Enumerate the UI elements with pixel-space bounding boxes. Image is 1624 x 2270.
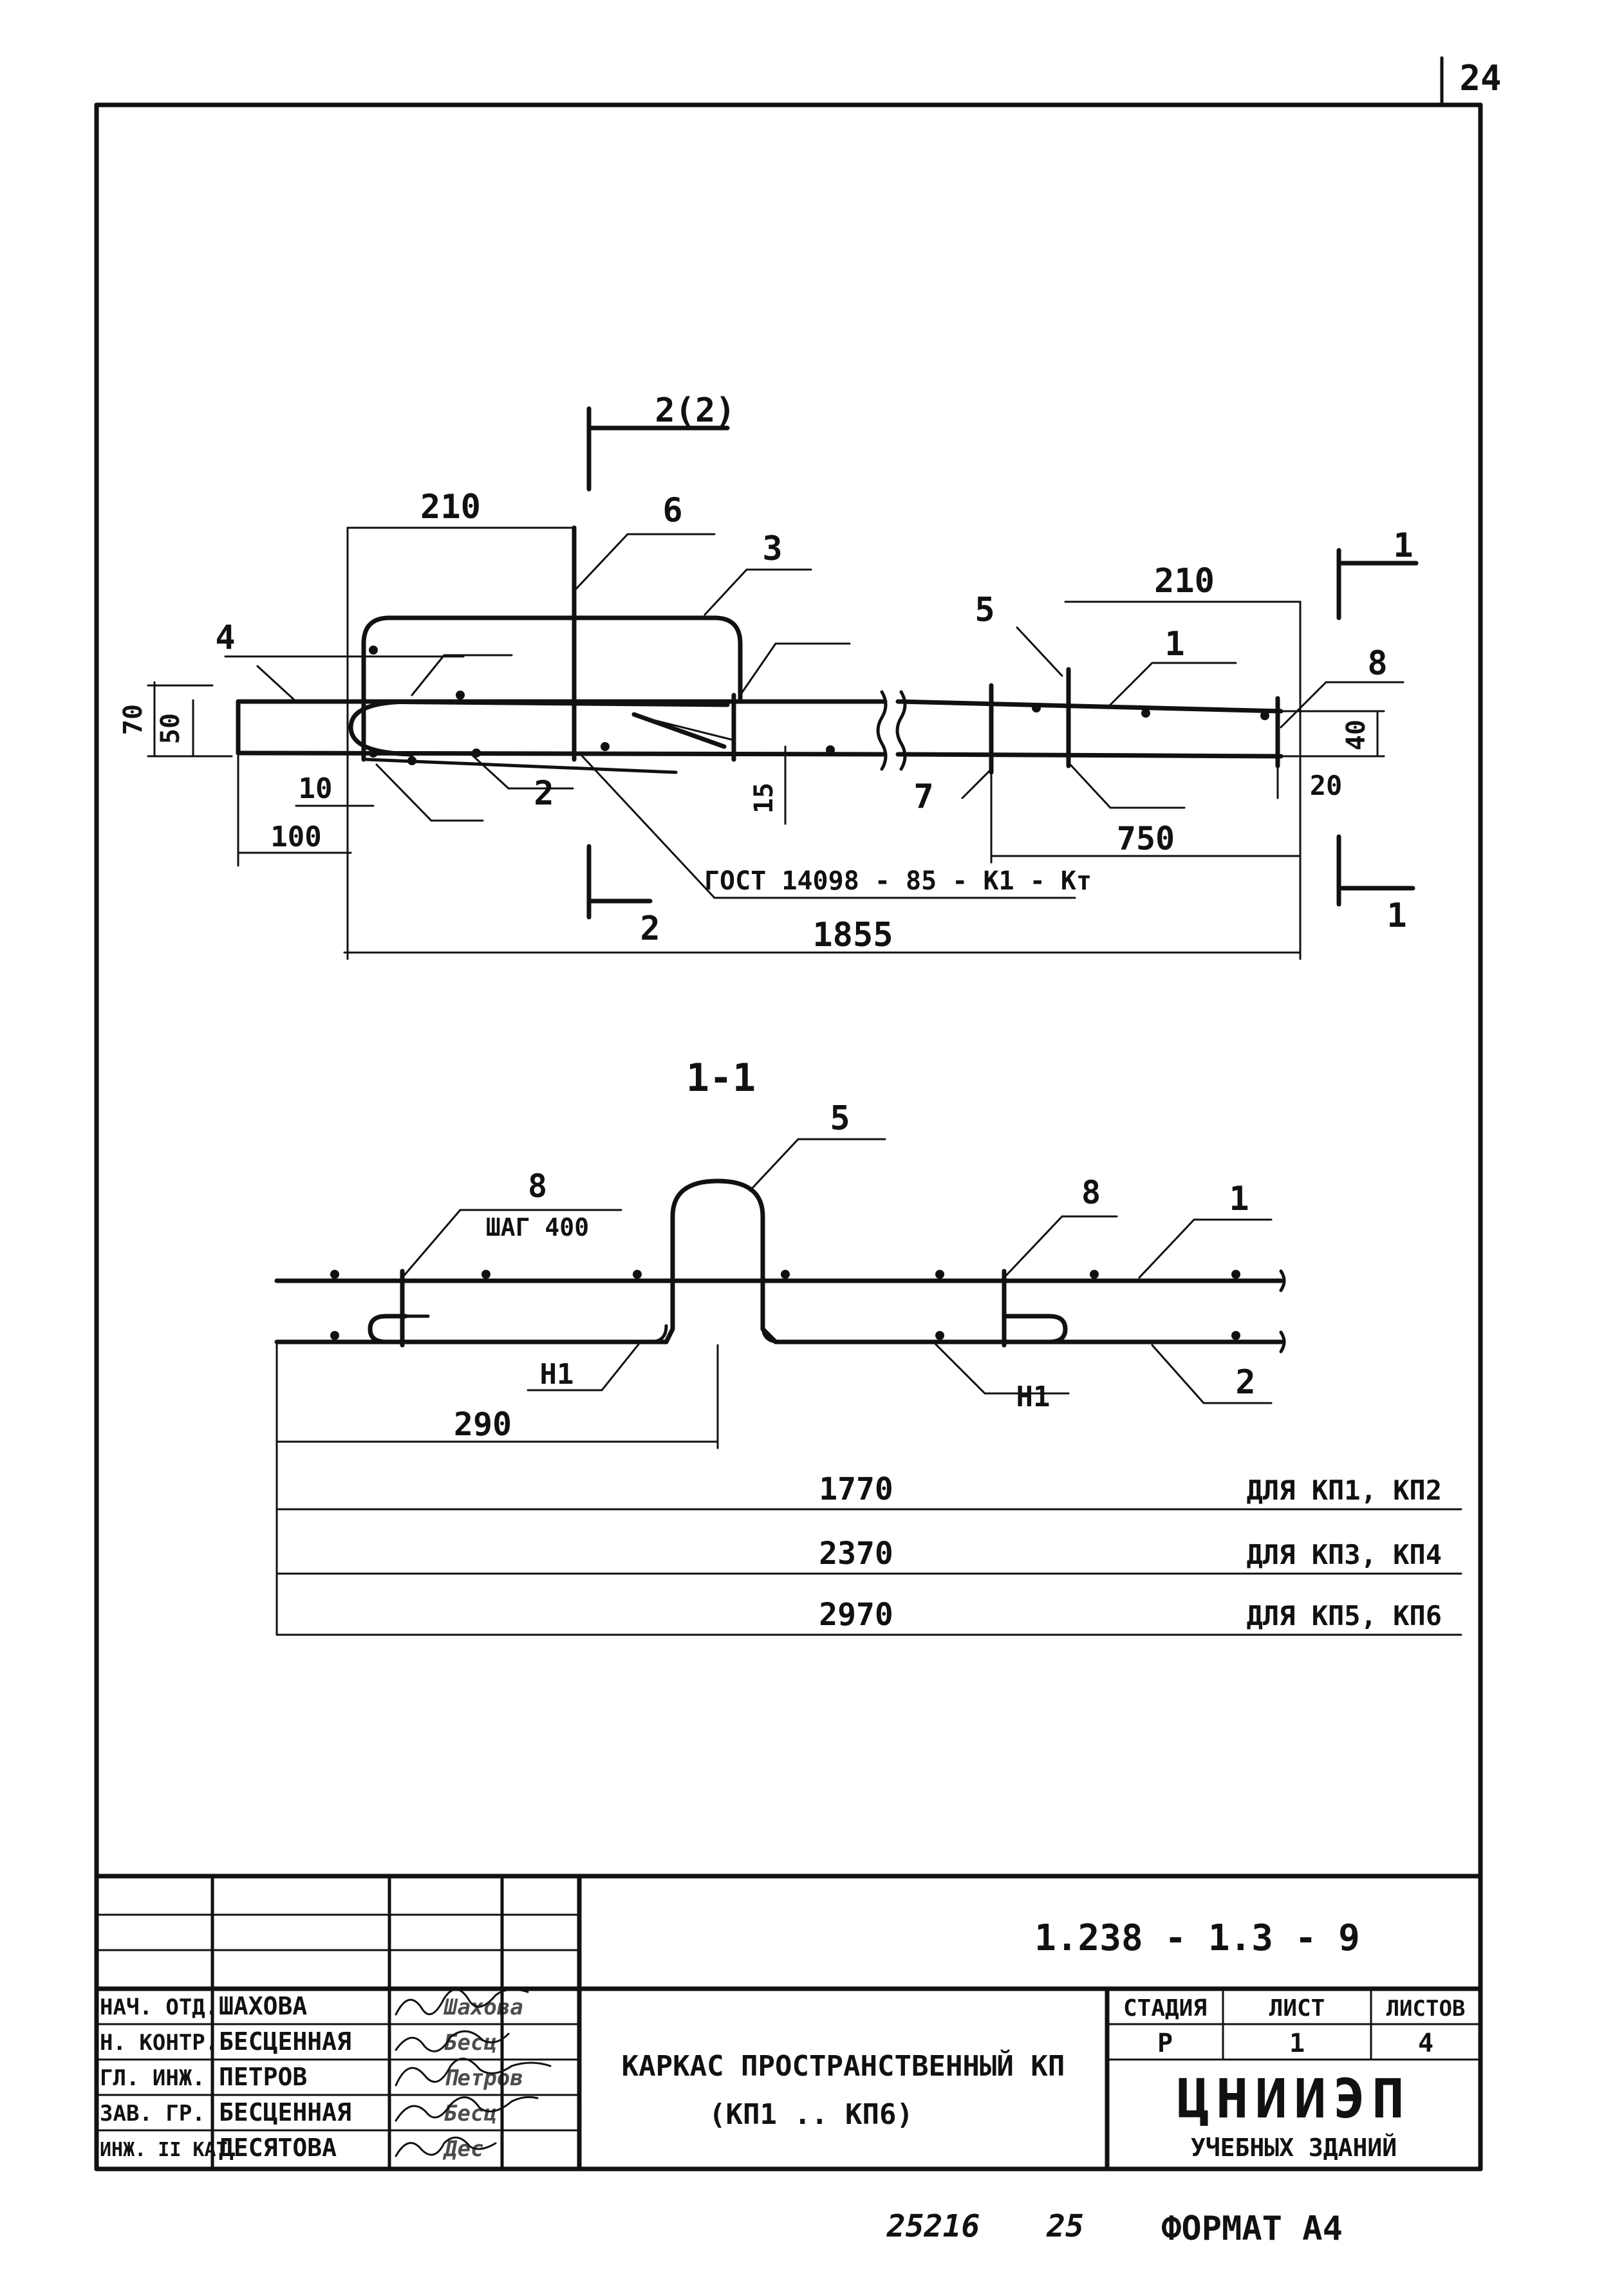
callout-1: 1	[1164, 625, 1184, 664]
signature-2: Бесц	[444, 2030, 497, 2056]
role-2: Н. КОНТР.	[100, 2030, 218, 2056]
signatures	[395, 1988, 552, 2157]
name-5: ДЕСЯТОВА	[219, 2134, 337, 2162]
dim-50: 50	[156, 713, 185, 744]
callout-4: 4	[215, 619, 235, 657]
bottom-note-left: 25216	[886, 2208, 980, 2244]
name-2: БЕСЦЕННАЯ	[219, 2027, 351, 2056]
callout-3: 3	[762, 530, 782, 568]
org-name: ЦНИИЭП	[1177, 2067, 1410, 2130]
section-title-1-1: 1-1	[686, 1056, 756, 1101]
length-value-1: 1770	[819, 1471, 893, 1507]
section-callout-5: 5	[830, 1099, 850, 1138]
name-1: ШАХОВА	[219, 1992, 307, 2020]
weld-mark-right: Н1	[1016, 1381, 1050, 1413]
length-label-2: ДЛЯ КП3, КП4	[1247, 1539, 1442, 1570]
dim-210-right: 210	[1154, 562, 1215, 600]
callout-8: 8	[1367, 644, 1387, 683]
sheet-frame	[94, 56, 1483, 2172]
section-callout-8-left: 8	[528, 1168, 547, 1205]
section-mark-1-top: 1	[1393, 526, 1413, 565]
cage-plan-view	[147, 406, 1419, 960]
callout-7: 7	[913, 777, 933, 816]
signature-1: Шахова	[443, 1995, 523, 2020]
format-label: ФОРМАТ А4	[1161, 2210, 1343, 2248]
sheet-code: 1.238 - 1.3 - 9	[1034, 1917, 1360, 1959]
dim-210-left: 210	[420, 488, 481, 526]
section-mark-1-bottom: 1	[1386, 897, 1406, 935]
role-3: ГЛ. ИНЖ.	[100, 2065, 205, 2091]
section-callout-8-right: 8	[1081, 1174, 1101, 1211]
dim-1855: 1855	[812, 916, 893, 954]
doc-title-line1: КАРКАС ПРОСТРАНСТВЕННЫЙ КП	[622, 2049, 1065, 2083]
name-4: БЕСЦЕННАЯ	[219, 2098, 351, 2126]
signature-3: Петров	[444, 2065, 523, 2091]
dim-40: 40	[1341, 720, 1371, 750]
dim-100: 100	[270, 821, 321, 853]
org-sub: УЧЕБНЫХ ЗДАНИЙ	[1191, 2134, 1397, 2162]
title-block	[94, 1874, 1483, 2172]
callout-5: 5	[975, 591, 994, 629]
stage-value: Р	[1157, 2029, 1173, 2058]
section-callout-1: 1	[1229, 1180, 1249, 1218]
signature-4: Бесц	[444, 2101, 497, 2126]
signature-5: Дес	[442, 2136, 483, 2162]
dim-10: 10	[299, 772, 333, 805]
section-mark-2-top: 2(2)	[655, 391, 735, 430]
sheets-header: ЛИСТОВ	[1386, 1996, 1466, 2022]
page-number: 24	[1459, 58, 1501, 98]
dim-750: 750	[1117, 820, 1175, 857]
length-label-1: ДЛЯ КП1, КП2	[1247, 1475, 1442, 1506]
callout-2: 2	[534, 774, 554, 813]
callout-6: 6	[662, 491, 682, 530]
dim-70: 70	[118, 704, 148, 735]
length-value-2: 2370	[819, 1536, 893, 1572]
step-note: ШАГ 400	[486, 1213, 589, 1242]
sheet-header: ЛИСТ	[1269, 1995, 1325, 2022]
sheets-value: 4	[1418, 2029, 1433, 2058]
length-label-3: ДЛЯ КП5, КП6	[1247, 1600, 1442, 1632]
doc-title-line2: (КП1 .. КП6)	[709, 2098, 913, 2131]
dim-20: 20	[1310, 770, 1343, 801]
length-value-3: 2970	[819, 1597, 893, 1633]
role-1: НАЧ. ОТД.	[100, 1995, 218, 2020]
stage-header: СТАДИЯ	[1123, 1995, 1207, 2022]
sheet-value: 1	[1289, 2029, 1305, 2058]
section-callout-2: 2	[1235, 1363, 1255, 1402]
section-mark-2-bottom: 2	[640, 909, 660, 948]
dim-290: 290	[454, 1406, 512, 1443]
section-view	[274, 1138, 1462, 1636]
gost-note: ГОСТ 14098 - 85 - К1 - Кт	[704, 866, 1092, 896]
dim-15: 15	[749, 783, 779, 814]
weld-mark-left: Н1	[540, 1358, 574, 1391]
name-3: ПЕТРОВ	[219, 2063, 307, 2091]
role-5: ИНЖ. II КАТ.	[100, 2139, 239, 2161]
bottom-note-mid: 25	[1046, 2208, 1084, 2244]
role-4: ЗАВ. ГР.	[100, 2101, 205, 2126]
